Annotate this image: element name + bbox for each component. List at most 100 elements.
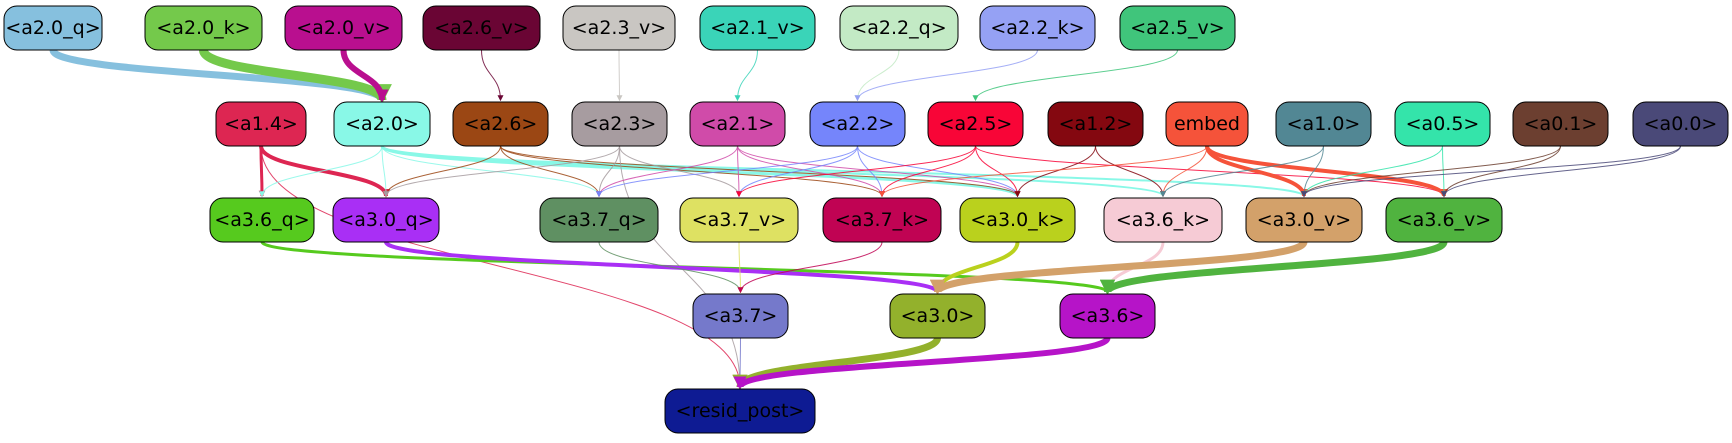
node-a2-2-q[interactable]: <a2.2_q> [839,5,959,51]
node-a3-0-q[interactable]: <a3.0_q> [332,197,440,243]
node-box [889,293,986,339]
edge-a2_2-to-a3_7_v [736,145,858,198]
node-a3-7-k[interactable]: <a3.7_k> [822,197,942,243]
node-label: <a0.1> [1524,113,1598,135]
node-a0-1[interactable]: <a0.1> [1512,101,1609,147]
node-a3-6-q[interactable]: <a3.6_q> [209,197,315,243]
node-a2-3[interactable]: <a2.3> [571,101,668,147]
edge-a2_2-to-a3_7_k [857,145,885,198]
edge-a3_7_k-to-a3_7 [737,241,883,294]
node-label: <a2.2> [821,113,895,135]
edge-a1_2-to-a3_0_k [1014,145,1096,198]
node-a1-4[interactable]: <a1.4> [215,101,307,147]
node-a2-6[interactable]: <a2.6> [452,101,549,147]
node-resid-post[interactable]: <resid_post> [664,388,816,434]
node-label: <resid_post> [676,400,805,422]
node-a2-0[interactable]: <a2.0> [333,101,431,147]
edge-a2_1-to-a3_7_k [737,145,885,198]
node-box [699,5,816,51]
node-label: <a3.0_q> [338,209,433,231]
edge-a2_0_v-to-a2_0 [340,49,389,103]
edge-a2_3-to-a3_7_v [619,145,742,198]
node-label: <a2.5_v> [1130,17,1224,39]
node-a2-3-v[interactable]: <a2.3_v> [562,5,676,51]
edge-a0_0-to-a3_6_v [1441,145,1681,198]
edge-a0_1-to-a3_6_v [1441,145,1561,198]
node-a0-0[interactable]: <a0.0> [1632,101,1729,147]
node-a2-6-v[interactable]: <a2.6_v> [422,5,541,51]
node-label: <a2.5> [939,113,1013,135]
node-label: <a3.6> [1071,305,1145,327]
node-a3-6-k[interactable]: <a3.6_k> [1103,197,1223,243]
node-box [209,197,315,243]
edge-a3_0_v-to-a3_0 [929,240,1308,296]
node-box [692,293,789,339]
node-a3-7-v[interactable]: <a3.7_v> [679,197,799,243]
edge-a2_0-to-a3_0_v [381,145,1307,198]
node-a3-0[interactable]: <a3.0> [889,293,986,339]
node-box [1165,101,1249,147]
edge-a2_3-to-a3_0_q [383,145,620,198]
node-a2-0-k[interactable]: <a2.0_k> [144,5,263,51]
edge-a2_2_k-to-a2_2 [854,49,1038,102]
node-label: <a2.3> [583,113,657,135]
node-a3-7-q[interactable]: <a3.7_q> [539,197,659,243]
node-label: <a2.6_v> [434,17,528,39]
node-box [1119,5,1236,51]
node-label: <a2.2_k> [990,17,1084,39]
node-a1-2[interactable]: <a1.2> [1047,101,1144,147]
edge-layer [49,48,1681,391]
node-box [215,101,307,147]
edge-a0_5-to-a3_0_v [1301,145,1443,198]
edge-a2_5-to-a3_0_k [975,145,1021,198]
node-a2-1[interactable]: <a2.1> [689,101,786,147]
node-a3-0-k[interactable]: <a3.0_k> [959,197,1076,243]
edge-a2_6-to-a3_7_q [500,145,602,198]
edge-a1_4-to-resid_post [260,145,743,389]
edge-embed-to-a3_6_k [1160,145,1208,198]
edge-a0_1-to-a3_0_v [1301,145,1561,198]
node-label: <a3.0> [901,305,975,327]
node-a0-5[interactable]: <a0.5> [1394,101,1491,147]
node-label: <a3.6_k> [1116,209,1210,231]
node-label: <a1.2> [1059,113,1133,135]
node-a3-6-v[interactable]: <a3.6_v> [1385,197,1503,243]
edge-a2_1-to-a3_7_v [735,145,742,198]
edge-a1_2-to-a3_6_k [1095,145,1166,198]
node-box [979,5,1096,51]
node-box [284,5,403,51]
edge-a2_0-to-a3_0_q [381,145,389,198]
edge-a0_5-to-a3_6_v [1440,145,1447,198]
node-a1-0[interactable]: <a1.0> [1275,101,1372,147]
node-a2-1-v[interactable]: <a2.1_v> [699,5,816,51]
node-label: <a2.1> [701,113,775,135]
edge-a2_1-to-a3_0_k [737,145,1021,198]
edge-a2_1_v-to-a2_1 [734,49,758,102]
node-a3-6[interactable]: <a3.6> [1059,293,1156,339]
edge-a2_3_v-to-a2_3 [616,49,623,102]
node-a2-2-k[interactable]: <a2.2_k> [979,5,1096,51]
node-a2-5[interactable]: <a2.5> [927,101,1024,147]
node-a2-2[interactable]: <a2.2> [809,101,906,147]
node-label: <a2.0_k> [156,17,250,39]
node-layer: <a2.0_q> <a2.0_k> <a2.0_v> <a2.6_v> <a2.3_v>… [3,5,1729,434]
node-label: <a3.6_v> [1397,209,1491,231]
node-label: <a3.7_q> [551,209,646,231]
node-box [664,388,816,434]
node-a3-0-v[interactable]: <a3.0_v> [1245,197,1363,243]
node-label: <a3.0_k> [970,209,1064,231]
node-a2-0-v[interactable]: <a2.0_v> [284,5,403,51]
node-a2-0-q[interactable]: <a2.0_q> [3,5,103,51]
node-a2-5-v[interactable]: <a2.5_v> [1119,5,1236,51]
edge-a2_0_k-to-a2_0 [199,48,392,104]
edge-a2_5-to-a3_6_v [975,145,1447,198]
node-a3-7[interactable]: <a3.7> [692,293,789,339]
node-box [144,5,263,51]
edge-a2_6_v-to-a2_6 [481,49,504,102]
node-label: <a3.7_v> [692,209,786,231]
node-box [3,5,103,51]
node-embed[interactable]: embed [1165,101,1249,147]
node-label: embed [1174,113,1240,135]
edge-a2_5-to-a3_7_v [736,145,976,198]
node-label: <a2.3_v> [572,17,666,39]
